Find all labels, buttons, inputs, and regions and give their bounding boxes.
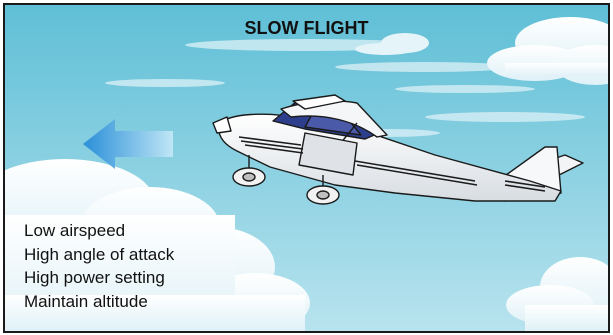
slow-flight-panel: SLOW FLIGHT Low airspeed High angle of a…: [3, 3, 610, 333]
condition-item: High power setting: [24, 266, 174, 290]
flight-conditions-list: Low airspeed High angle of attack High p…: [24, 219, 174, 313]
page-title: SLOW FLIGHT: [5, 18, 608, 39]
condition-item: High angle of attack: [24, 243, 174, 267]
condition-item: Low airspeed: [24, 219, 174, 243]
condition-item: Maintain altitude: [24, 290, 174, 314]
